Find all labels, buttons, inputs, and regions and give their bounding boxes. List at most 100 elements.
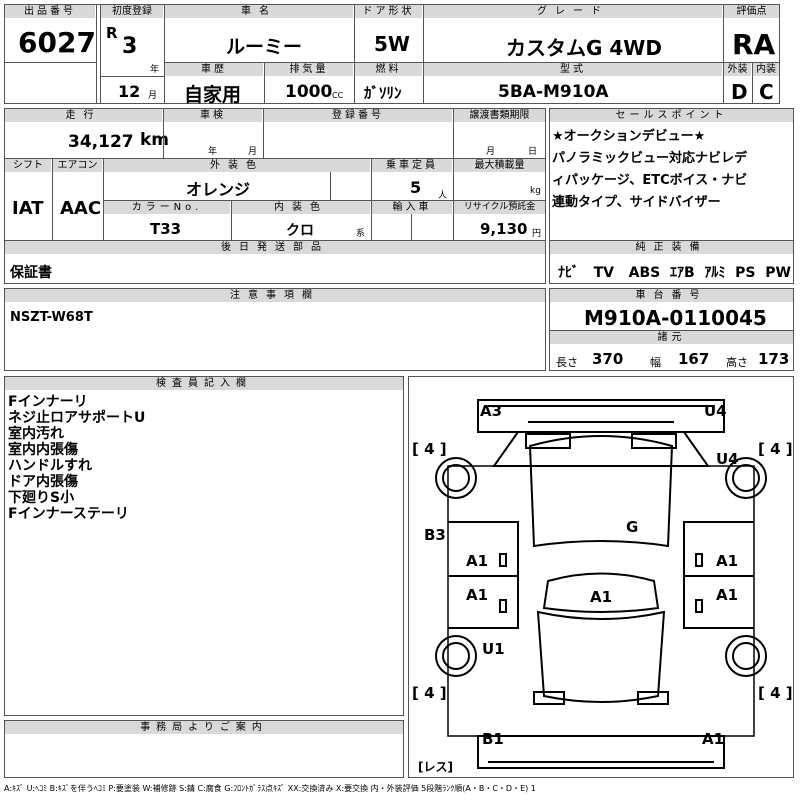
spare-value: レス: [423, 760, 448, 774]
mark-u4-top: U4: [704, 402, 727, 420]
spec-label: 諸元: [550, 331, 793, 344]
tire-fr: [ 4 ]: [758, 440, 793, 458]
score: RA: [732, 28, 776, 61]
sales-line: 連動タイプ、サイドバイザー: [552, 195, 721, 210]
recycle-unit: 円: [532, 229, 542, 239]
exterior: D: [731, 80, 748, 104]
ac-label: エアコン: [53, 159, 102, 172]
interior-label: 内装: [753, 63, 779, 76]
shift: IAT: [12, 198, 44, 219]
mark-u4-right: U4: [716, 450, 739, 468]
model-label: 型式: [424, 63, 722, 76]
inspector-note: ネジ止ロアサポートU: [8, 410, 146, 426]
grade: カスタムG 4WD: [506, 36, 662, 60]
int-color-label: 内装色: [232, 201, 370, 214]
era: R: [106, 24, 118, 42]
sales-block: [549, 108, 794, 284]
tire-rl-value: 4: [424, 684, 435, 702]
mark-a3: A3: [480, 402, 503, 420]
interior: C: [759, 80, 774, 104]
sales-lines: ★オークションデビュー★ パノラミックビュー対応ナビレデ ィパッケージ、ETCボ…: [552, 126, 747, 214]
tire-fl: [ 4 ]: [412, 440, 447, 458]
tire-rl: [ 4 ]: [412, 684, 447, 702]
chassis-label: 車台番号: [550, 289, 793, 302]
accessories: 保証書: [10, 265, 52, 281]
max-load-label: 最大積載量: [454, 159, 545, 172]
tire-rr-value: 4: [770, 684, 781, 702]
exterior-label: 外装: [724, 63, 751, 76]
equipment-item: ｱﾙﾐ: [704, 265, 726, 281]
door: 5W: [374, 32, 410, 56]
mark-a1-rr: A1: [716, 586, 739, 604]
details-block: [4, 108, 546, 284]
transfer-label: 譲渡書類期限: [454, 109, 545, 122]
mark-a1-rf: A1: [716, 552, 739, 570]
max-load-unit: kg: [530, 186, 541, 196]
legend: A:ｷｽﾞ U:ﾍｺﾐ B:ｷｽﾞを伴うﾍｺﾐ P:要塗装 W:補修跡 S:錆 …: [4, 784, 536, 793]
inspector-note: 室内汚れ: [8, 426, 64, 442]
transfer-month-unit: 月: [486, 147, 496, 157]
inspection-label: 車検: [164, 109, 262, 122]
sales-line: ★オークションデビュー★: [552, 129, 706, 144]
sales-label: セールスポイント: [550, 109, 793, 122]
caution-label: 注意事項欄: [5, 289, 545, 302]
height-label: 高さ: [726, 356, 748, 369]
car-name: ルーミー: [226, 36, 303, 58]
mileage: 34,127: [68, 132, 134, 152]
ext-color: オレンジ: [186, 180, 251, 199]
office-label: 事務局よりご案内: [5, 721, 403, 734]
mileage-unit: km: [140, 130, 170, 150]
recycle: 9,130: [480, 220, 528, 238]
score-label: 評価点: [724, 5, 779, 18]
inspector-label: 検査員記入欄: [5, 377, 403, 390]
door-label: ドア形状: [355, 5, 422, 18]
year-unit: 年: [150, 65, 160, 75]
chassis-number: M910A-0110045: [584, 306, 767, 330]
caution-text: NSZT-W68T: [10, 310, 93, 325]
lot-no: 6027: [18, 26, 96, 59]
capacity-label: 乗車定員: [372, 159, 452, 172]
sales-line: パノラミックビュー対応ナビレデ: [552, 151, 748, 166]
equipment-item: TV: [593, 265, 615, 281]
mark-u1: U1: [482, 640, 505, 658]
spare-tire: [レス]: [418, 760, 453, 774]
inspector-notes: Fインナーリ ネジ止ロアサポートU 室内汚れ 室内内張傷 ハンドルすれ ドア内張…: [8, 394, 145, 522]
history-label: 車歴: [165, 63, 263, 76]
color-no: T33: [150, 220, 182, 238]
mark-a1-center: A1: [590, 588, 613, 606]
length: 370: [592, 350, 624, 368]
month-unit: 月: [148, 91, 158, 101]
equipment-item: ﾅﾋﾞ: [558, 265, 579, 281]
capacity-unit: 人: [438, 191, 448, 201]
regno-label: 登録番号: [264, 109, 452, 122]
grade-label: グレード: [424, 5, 722, 18]
ext-color-label: 外装色: [104, 159, 370, 172]
accessories-label: 後日発送部品: [5, 241, 545, 254]
header-block: [4, 4, 780, 104]
displacement-label: 排気量: [265, 63, 353, 76]
equipment-label: 純正装備: [550, 241, 793, 254]
tire-rr: [ 4 ]: [758, 684, 793, 702]
inspector-note: 下廻りS小: [8, 490, 75, 506]
history: 自家用: [184, 84, 242, 106]
mark-b3: B3: [424, 526, 446, 544]
inspector-note: 室内内張傷: [8, 442, 78, 458]
inspector-note: ハンドルすれ: [8, 458, 92, 474]
capacity: 5: [410, 178, 422, 197]
fuel-label: 燃料: [355, 63, 422, 76]
ac: AAC: [60, 198, 102, 219]
equipment-list: ﾅﾋﾞ TV ABS ｴｱB ｱﾙﾐ PS PW: [558, 262, 791, 282]
mark-a1-lf: A1: [466, 552, 489, 570]
fuel: ｶﾞｿﾘﾝ: [364, 84, 402, 102]
int-color: クロ: [286, 223, 314, 239]
tire-fl-value: 4: [424, 440, 435, 458]
length-label: 長さ: [556, 356, 578, 369]
insp-month-unit: 月: [248, 147, 258, 157]
equipment-item: PW: [765, 265, 791, 281]
int-color-unit: 系: [356, 229, 366, 239]
height: 173: [758, 350, 790, 368]
inspector-note: Fインナーステーリ: [8, 506, 129, 522]
insp-year-unit: 年: [208, 147, 218, 157]
recycle-label: リサイクル預託金: [454, 201, 545, 214]
car-name-label: 車名: [165, 5, 353, 18]
